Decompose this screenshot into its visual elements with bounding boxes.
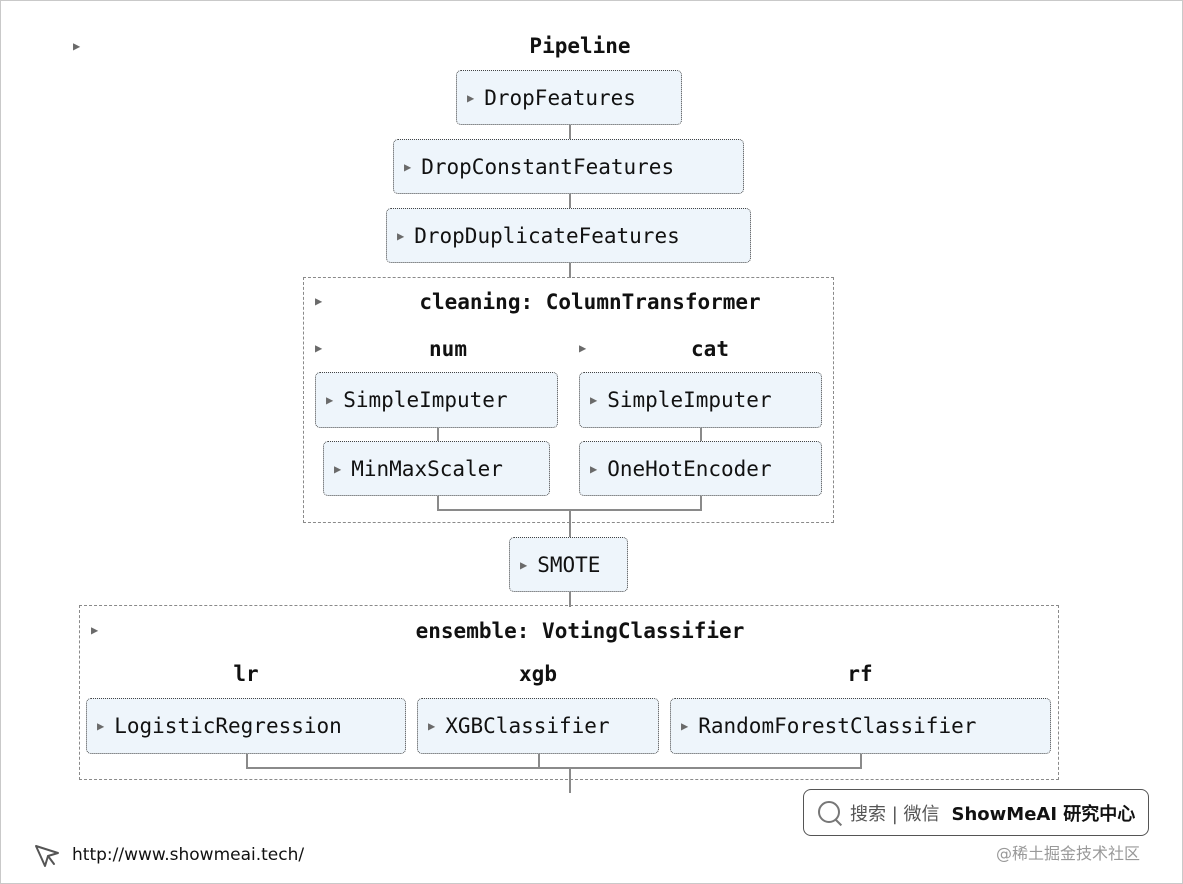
num-label: num [429,337,467,361]
expand-icon[interactable]: ▶ [91,623,99,637]
expand-icon[interactable]: ▶ [590,393,598,407]
connector-line [246,767,862,769]
footer-url[interactable]: http://www.showmeai.tech/ [72,845,305,865]
expand-icon[interactable]: ▶ [681,719,689,733]
expand-icon[interactable]: ▶ [73,39,81,53]
estimator-drop-features[interactable]: ▶ DropFeatures [456,70,682,125]
estimator-label: SMOTE [537,552,601,577]
estimator-label: OneHotEncoder [607,456,772,481]
cleaning-title: cleaning: ColumnTransformer [419,290,761,314]
cleaning-group [303,277,834,523]
expand-icon[interactable]: ▶ [520,557,528,572]
expand-icon[interactable]: ▶ [404,159,412,174]
estimator-cat-simple-imputer[interactable]: ▶ SimpleImputer [579,372,822,428]
wechat-search-badge: 搜索 | 微信 ShowMeAI 研究中心 [803,789,1149,836]
estimator-label: SimpleImputer [607,388,772,412]
lr-label: lr [233,662,259,686]
expand-icon[interactable]: ▶ [315,341,323,355]
source-watermark: @稀土掘金技术社区 [996,844,1141,863]
connector-line [700,427,702,441]
expand-icon[interactable]: ▶ [428,719,436,733]
connector-line [569,263,571,278]
expand-icon[interactable]: ▶ [467,90,475,105]
cat-label: cat [691,337,729,361]
estimator-label: SimpleImputer [343,388,508,412]
estimator-label: RandomForestClassifier [698,714,977,738]
estimator-label: DropConstantFeatures [421,154,675,179]
pipeline-title: Pipeline [529,34,631,58]
connector-line [437,495,439,510]
estimator-drop-duplicate-features[interactable]: ▶ DropDuplicateFeatures [386,208,751,263]
connector-line [538,753,540,768]
expand-icon[interactable]: ▶ [315,294,323,308]
connector-line [569,124,571,140]
estimator-label: DropDuplicateFeatures [414,223,680,248]
ensemble-group [79,605,1059,780]
estimator-xgb-classifier[interactable]: ▶ XGBClassifier [417,698,659,754]
connector-line [569,509,571,538]
connector-line [700,495,702,510]
estimator-random-forest-classifier[interactable]: ▶ RandomForestClassifier [670,698,1051,754]
expand-icon[interactable]: ▶ [397,228,405,243]
brand-name: ShowMeAI 研究中心 [951,803,1136,825]
expand-icon[interactable]: ▶ [334,461,342,476]
expand-icon[interactable]: ▶ [579,341,587,355]
estimator-label: MinMaxScaler [351,456,503,481]
estimator-drop-constant-features[interactable]: ▶ DropConstantFeatures [393,139,744,194]
connector-line [569,591,571,607]
estimator-one-hot-encoder[interactable]: ▶ OneHotEncoder [579,441,822,496]
expand-icon[interactable]: ▶ [590,461,598,476]
ensemble-title: ensemble: VotingClassifier [415,619,745,643]
connector-line [437,427,439,441]
estimator-min-max-scaler[interactable]: ▶ MinMaxScaler [323,441,550,496]
estimator-num-simple-imputer[interactable]: ▶ SimpleImputer [315,372,558,428]
estimator-label: LogisticRegression [114,714,342,738]
estimator-smote[interactable]: ▶ SMOTE [509,537,628,592]
cursor-pointer-icon [35,845,59,867]
connector-line [569,767,571,793]
estimator-logistic-regression[interactable]: ▶ LogisticRegression [86,698,406,754]
xgb-label: xgb [519,662,557,686]
estimator-label: XGBClassifier [445,714,610,738]
estimator-label: DropFeatures [484,85,636,110]
connector-line [860,753,862,768]
search-icon [816,799,844,827]
connector-line [246,753,248,768]
expand-icon[interactable]: ▶ [326,393,334,407]
connector-line [569,193,571,208]
rf-label: rf [847,662,873,686]
expand-icon[interactable]: ▶ [97,719,105,733]
search-text: 搜索 | 微信 [850,803,940,825]
